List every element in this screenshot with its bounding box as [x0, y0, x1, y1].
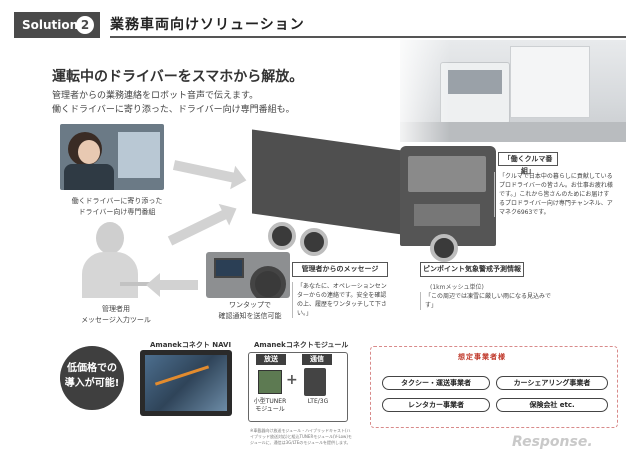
weather-alert-label: ピンポイント気象警戒予測情報: [420, 262, 524, 277]
driver-face: [78, 140, 100, 164]
section-header: Solution 2 業務車両向けソリューション: [14, 12, 626, 38]
communication-tag: 通信: [302, 354, 332, 365]
radio-program-label: 「働くクルマ番組」: [498, 152, 558, 175]
driver-window: [118, 132, 160, 178]
price-line-2: 導入が可能!: [64, 378, 120, 389]
driver-caption-line-1: 働くドライバーに寄り添った: [71, 197, 163, 205]
plus-icon: +: [286, 372, 298, 388]
badge-label: Solution: [22, 18, 79, 32]
dashboard-caption-line-1: ワンタップで: [229, 301, 271, 309]
truck-wheel-rear-1: [268, 222, 296, 250]
module-title: Amanekコネクトモジュール: [254, 341, 349, 349]
business-taxi-logistics: タクシー・運送事業者: [382, 376, 490, 390]
business-insurance: 保険会社 etc.: [496, 398, 608, 412]
truck-wheel-front: [430, 234, 458, 262]
driver-photo: [60, 124, 164, 190]
driver-caption-line-2: ドライバー向け専門番組: [78, 208, 156, 216]
target-business-frame: [370, 346, 618, 428]
dashboard-photo: [206, 252, 290, 298]
broadcast-tag: 放送: [256, 354, 286, 365]
driver-caption: 働くドライバーに寄り添った ドライバー向け専門番組: [62, 196, 172, 218]
radio-program-text: 「クルマで日本中の暮らしに貢献しているプロドライバーの皆さん。お仕事お疲れ様です…: [494, 172, 614, 217]
sim-card-icon: [304, 368, 326, 396]
dashboard-screen: [214, 258, 244, 278]
header-rule: [110, 36, 626, 38]
business-car-sharing: カーシェアリング事業者: [496, 376, 608, 390]
price-line-1: 低価格での: [67, 363, 117, 374]
photo-fade: [390, 40, 450, 142]
operator-desk: [120, 282, 164, 286]
headline: 運転中のドライバーをスマホから解放。: [52, 69, 304, 85]
tuner-caption-line-2: モジュール: [255, 406, 285, 413]
operator-caption-line-2: メッセージ入力ツール: [81, 316, 151, 324]
badge-number: 2: [76, 16, 94, 34]
operator-figure: [66, 222, 164, 298]
arrow-driver-to-truck: [172, 160, 236, 183]
highway-truck-photo: [400, 40, 626, 142]
module-box: [248, 352, 348, 422]
steering-wheel: [250, 266, 286, 298]
weather-alert-text: 「この周辺では凍雪に厳しい雨になる見込みです」: [420, 292, 560, 310]
weather-alert-unit: (1kmメッシュ単位): [430, 284, 484, 291]
lead-line-2: 働くドライバーに寄り添った、ドライバー向け専門番組も。: [52, 105, 295, 115]
truck-cab: [400, 146, 496, 246]
dashboard-caption: ワンタップで 確認通知を送信可能: [204, 300, 296, 322]
truck-grill: [414, 204, 480, 226]
tuner-board-icon: [258, 370, 282, 394]
operator-caption-line-1: 管理者用: [102, 305, 130, 313]
section-title: 業務車両向けソリューション: [110, 17, 305, 33]
arrow-dash-to-operator: [158, 280, 198, 290]
navi-device: [140, 350, 232, 416]
tuner-caption-line-1: 小型TUNER: [253, 398, 287, 405]
low-price-badge: 低価格での 導入が可能!: [60, 346, 124, 410]
module-note: ※車載器向け放送モジュール・ハイブリッドキャスト(ハイブリッド放送対応)と組込T…: [250, 428, 352, 445]
truck-windshield: [408, 156, 486, 192]
target-business-title: 想定事業者様: [458, 353, 506, 361]
manager-message-text: 「あなたに、オペレーションセンターからの連絡です。安全を確認の上、履歴をワンタッ…: [292, 282, 392, 318]
navi-title: Amanekコネクト NAVI: [150, 341, 232, 349]
lte-caption: LTE/3G: [307, 398, 329, 405]
driver-body: [64, 164, 114, 190]
truck-cargo-box: [252, 129, 402, 235]
photo-truck-window: [448, 70, 502, 94]
response-logo: Response.: [512, 434, 593, 450]
business-rent-a-car: レンタカー事業者: [382, 398, 490, 412]
operator-caption: 管理者用 メッセージ入力ツール: [66, 304, 166, 326]
operator-head: [96, 222, 124, 254]
truck-wheel-rear-2: [300, 228, 328, 256]
manager-message-label: 管理者からのメッセージ: [292, 262, 388, 277]
photo-truck-box: [510, 46, 590, 118]
lead-line-1: 管理者からの業務連絡をロボット音声で伝えます。: [52, 91, 259, 101]
dashboard-caption-line-2: 確認通知を送信可能: [218, 312, 282, 320]
arrow-operator-to-truck: [167, 209, 228, 246]
operator-torso: [82, 252, 138, 298]
solution-badge: Solution 2: [14, 12, 100, 38]
photo-road: [400, 122, 626, 142]
tuner-caption: 小型TUNER モジュール: [252, 398, 288, 414]
